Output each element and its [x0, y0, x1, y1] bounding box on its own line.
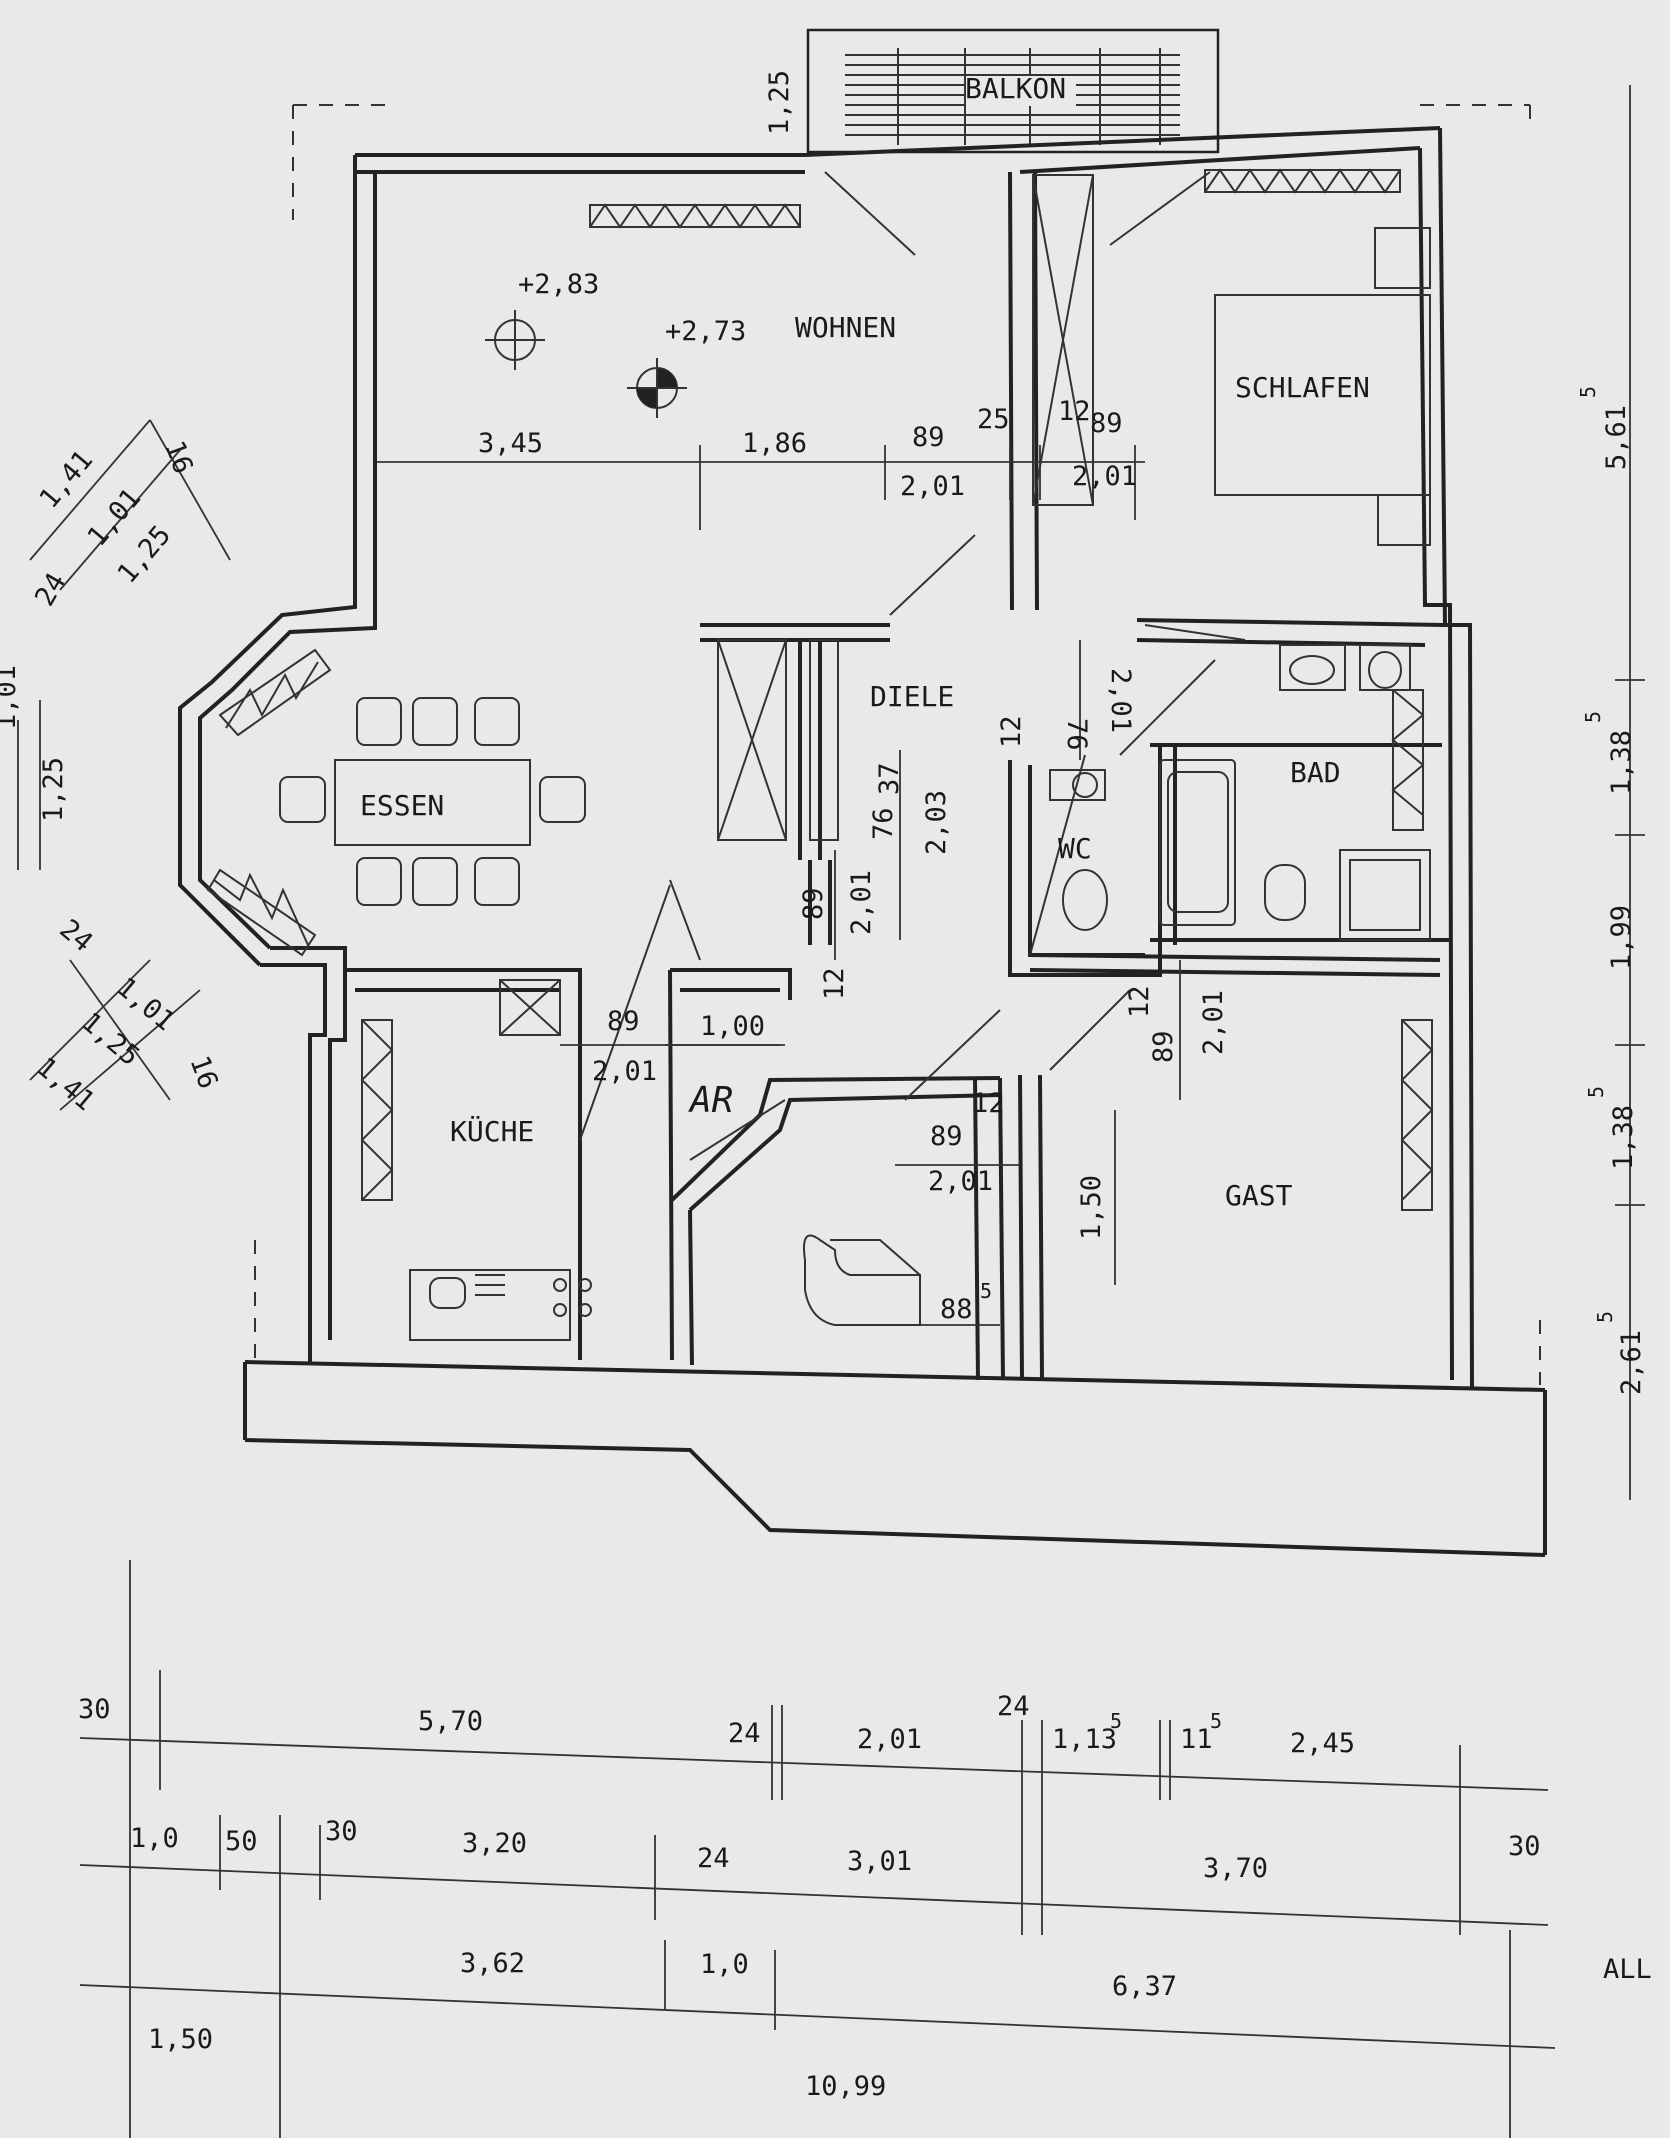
bottom-r1-24: 24: [728, 1718, 761, 1749]
dim-hall-150: 1,50: [1076, 1175, 1107, 1240]
dim-r-561-sup: 5: [1576, 386, 1600, 398]
bottom-r1-24b: 24: [997, 1691, 1030, 1722]
dim-wc-12: 12: [996, 715, 1027, 748]
bottom-r1-245: 2,45: [1290, 1728, 1355, 1759]
dim-hall-885-sup: 5: [980, 1279, 992, 1303]
bottom-r4-150: 1,50: [148, 2024, 213, 2055]
bottom-r1-570: 5,70: [418, 1706, 483, 1737]
dim-201: 2,01: [900, 471, 965, 502]
label-wc: WC: [1058, 832, 1092, 865]
dim-r-1385b: 1,38: [1608, 1105, 1639, 1170]
dim-left-101: 1,01: [0, 665, 22, 730]
dim-r-1385a: 1,38: [1606, 730, 1637, 795]
bottom-r2-30: 30: [325, 1816, 358, 1847]
dim-r-1385b-sup: 5: [1584, 1086, 1608, 1098]
dim-r-199: 1,99: [1606, 905, 1637, 970]
outer-walls: [178, 126, 1547, 1557]
dim-left-125: 1,25: [38, 757, 69, 822]
level-283: +2,83: [518, 269, 599, 300]
bottom-r4-1099: 10,99: [805, 2071, 886, 2102]
dim-bay2-24: 24: [54, 914, 99, 959]
label-ar: AR: [688, 1080, 733, 1121]
dim-bay2-141: 1,41: [31, 1052, 101, 1118]
level-markers: [485, 310, 687, 418]
label-kueche: KÜCHE: [450, 1114, 534, 1148]
bottom-r1-30: 30: [78, 1694, 111, 1725]
bottom-r3-10: 1,0: [700, 1949, 749, 1980]
dim-gast-89: 89: [1148, 1030, 1179, 1063]
dim-r-2615: 2,61: [1616, 1330, 1647, 1395]
balcony: [806, 28, 1220, 154]
dim-gast-12: 12: [1124, 985, 1155, 1018]
dim-r-2615-sup: 5: [1593, 1311, 1617, 1323]
bottom-r2-50: 50: [225, 1826, 258, 1857]
dim-hall-201: 2,01: [928, 1166, 993, 1197]
dim-89b: 89: [1090, 408, 1123, 439]
bottom-r1-1135: 1,13: [1052, 1724, 1117, 1755]
dim-r-1385a-sup: 5: [1581, 711, 1605, 723]
dim-diele-201: 2,01: [846, 870, 877, 935]
dim-kueche-89: 89: [607, 1006, 640, 1037]
dim-25: 25: [977, 404, 1010, 435]
dim-kueche-201: 2,01: [592, 1056, 657, 1087]
bottom-r3-362: 3,62: [460, 1948, 525, 1979]
label-bad: BAD: [1290, 756, 1341, 789]
bottom-r2-301: 3,01: [847, 1846, 912, 1877]
level-labels: +2,83 +2,73: [518, 269, 746, 347]
edge-text: ALL: [1603, 1954, 1652, 1985]
label-balkon: BALKON: [965, 72, 1066, 105]
dim-diele-76: 76: [868, 807, 899, 840]
dimension-lines: [17, 85, 1645, 2138]
dashed-lines: [254, 104, 1541, 1385]
dim-diele-37: 37: [874, 762, 905, 795]
bottom-r1-1135-sup: 5: [1110, 1709, 1122, 1733]
bottom-r2-30b: 30: [1508, 1831, 1541, 1862]
label-essen: ESSEN: [360, 789, 444, 822]
dim-201b: 2,01: [1072, 461, 1137, 492]
windows: [206, 168, 1434, 1211]
dim-diele-12: 12: [819, 967, 850, 1000]
bottom-r3-637: 6,37: [1112, 1971, 1177, 2002]
dim-hall-12: 12: [972, 1088, 1005, 1119]
dim-bay2-16: 16: [183, 1052, 223, 1093]
room-labels: BALKON WOHNEN SCHLAFEN ESSEN DIELE BAD W…: [360, 72, 1370, 1212]
dim-bay-16: 16: [158, 437, 198, 478]
bottom-r2-370: 3,70: [1203, 1853, 1268, 1884]
level-273: +2,73: [665, 316, 746, 347]
dim-gast-201: 2,01: [1198, 990, 1229, 1055]
dim-hall-89: 89: [930, 1121, 963, 1152]
bottom-r1-115: 11: [1180, 1724, 1213, 1755]
dim-186: 1,86: [742, 428, 807, 459]
dim-12: 12: [1058, 396, 1091, 427]
fixtures: [279, 174, 1431, 1341]
dim-balkon: 1,25: [764, 70, 795, 135]
dim-hall-885: 88: [940, 1294, 973, 1325]
label-schlafen: SCHLAFEN: [1235, 371, 1370, 404]
dim-345: 3,45: [478, 428, 543, 459]
dim-ar-100: 1,00: [700, 1011, 765, 1042]
dim-diele-203: 2,03: [921, 790, 952, 855]
bottom-dimensions: 30 5,70 24 2,01 24 1,13 5 11 5 2,45 1,0 …: [78, 1691, 1652, 2102]
bottom-r1-201: 2,01: [857, 1724, 922, 1755]
bottom-r2-24: 24: [697, 1843, 730, 1874]
dim-r-561: 5,61: [1601, 405, 1632, 470]
bottom-r2-320: 3,20: [462, 1828, 527, 1859]
bottom-r2-10: 1,0: [130, 1823, 179, 1854]
dim-diele-89: 89: [798, 887, 829, 920]
bottom-r1-115-sup: 5: [1210, 1709, 1222, 1733]
dim-bay-24: 24: [29, 568, 72, 612]
dim-89: 89: [912, 422, 945, 453]
dimension-labels: 1,25 3,45 1,86 89 2,01 25 12 89 2,01 1,4…: [0, 70, 1647, 1395]
doors: [579, 171, 1246, 1161]
label-wohnen: WOHNEN: [795, 311, 896, 344]
label-gast: GAST: [1225, 1179, 1293, 1212]
dim-bay-141: 1,41: [34, 445, 100, 515]
label-diele: DIELE: [870, 680, 954, 713]
dim-wc-201: 2,01: [1105, 668, 1136, 733]
dim-wc-76: 76: [1061, 718, 1092, 751]
